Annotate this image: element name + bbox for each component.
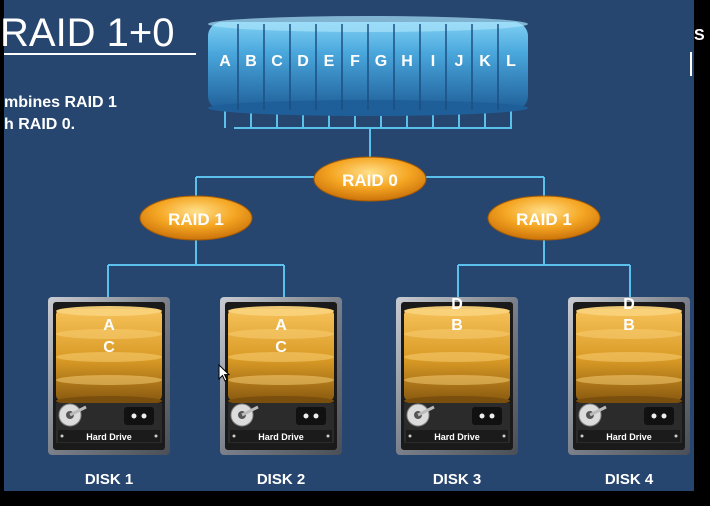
disk-3: DB Hard Drive [396,296,518,455]
description-line-2: h RAID 0. [4,116,75,133]
hard-drive-label: Hard Drive [606,432,652,442]
array-block-label: C [271,53,283,70]
array-block-label: B [245,53,257,70]
array-block-label: I [431,53,435,70]
disk-block-label: C [103,339,115,356]
array-block-label: J [455,53,464,70]
disk-name: DISK 4 [605,471,654,488]
array-block-label: E [324,53,335,70]
disk-block-label: A [275,317,287,334]
disk-block-label: B [451,317,463,334]
disk-4: DB Hard Drive [568,296,690,455]
disk-block-label: B [623,317,635,334]
array-block-label: F [350,53,360,70]
array-block-label: D [297,53,309,70]
hard-drive-label: Hard Drive [434,432,480,442]
edge-text: S [694,27,705,44]
raid0-label: RAID 0 [342,171,398,190]
array-block-label: H [401,53,413,70]
raid1-right-label: RAID 1 [516,210,572,229]
disk-block-label: A [103,317,115,334]
hard-drive-label: Hard Drive [86,432,132,442]
disk-top-label: D [451,296,463,313]
array-block-label: A [219,53,231,70]
raid1-right-node: RAID 1 [487,195,601,241]
disk-name: DISK 3 [433,471,481,488]
disk-top-label: D [623,296,635,313]
raid0-node: RAID 0 [313,156,427,202]
disk-1: AC Hard Drive [48,297,170,455]
disk-2: AC Hard Drive [220,297,342,455]
array-block-label: K [479,53,491,70]
mouse-cursor-icon [218,364,230,382]
disk-name: DISK 2 [257,471,305,488]
array-block-label: G [375,53,387,70]
array-block-label: L [506,53,516,70]
hard-drive-label: Hard Drive [258,432,304,442]
raid1-left-node: RAID 1 [139,195,253,241]
slide-title: RAID 1+0 [0,11,175,55]
disk-name: DISK 1 [85,471,133,488]
description-line-1: mbines RAID 1 [4,94,117,111]
raid1-left-label: RAID 1 [168,210,224,229]
disk-block-label: C [275,339,287,356]
